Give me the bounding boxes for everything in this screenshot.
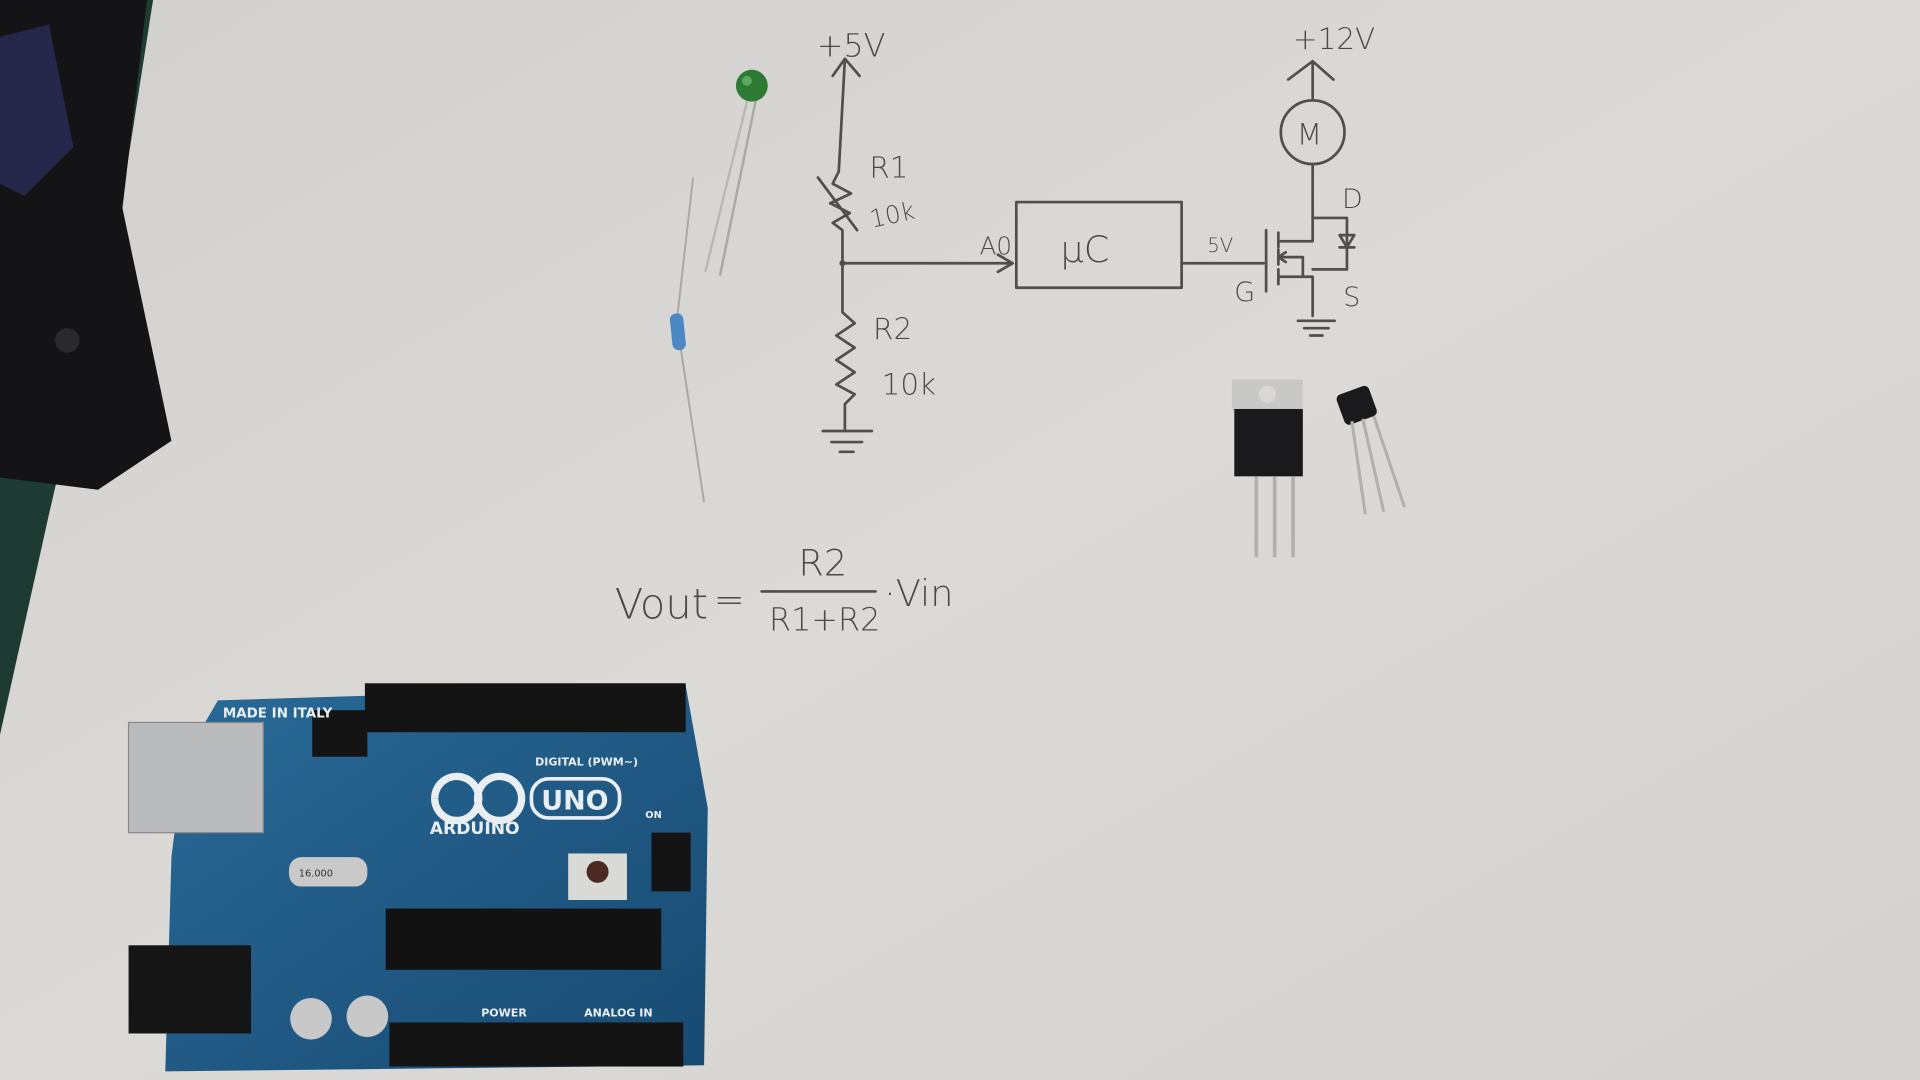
to220-mosfet-component [1231,379,1303,558]
crystal-label: 16.000 [299,869,333,880]
r1-label: R1 [869,151,908,185]
dc-jack [128,945,252,1034]
arduino-uno-board: MADE IN ITALY ARDUINO UNO DIGITAL (PWM~)… [127,683,708,1072]
formula-denominator: R1+R2 [769,601,880,639]
digital-header [364,683,686,733]
resistor-component [669,177,706,503]
gate-label: G [1234,277,1255,308]
a0-label: A0 [980,232,1012,261]
uc-label: µC [1060,228,1109,271]
supply-arrow-5v [831,57,861,173]
formula-lhs: Vout [615,579,708,628]
fan-frame [0,0,172,490]
r2-label: R2 [873,312,912,346]
resistor-r2-symbol [834,261,857,433]
digital-label: DIGITAL (PWM~) [535,755,638,768]
thermistor-component [704,69,768,276]
supply-12v-label: +12V [1293,22,1375,56]
analog-label: ANALOG IN [584,1006,652,1019]
atmega-chip [385,908,662,970]
arduino-brand: ARDUINO [430,819,520,839]
drain-label: D [1342,184,1363,215]
ground-symbol [1296,319,1337,337]
on-led-label: ON [645,810,662,821]
source-label: S [1343,282,1360,313]
voltage-divider-schematic: +5V R1 10k R2 10k [816,26,1015,454]
formula-multiplier: ·Vin [884,572,953,615]
ground-symbol [821,429,874,454]
gate-voltage-label: 5V [1207,234,1233,257]
power-header [389,1022,684,1067]
microcontroller-block: A0 µC 5V [980,200,1266,290]
uno-logo: UNO [541,785,608,816]
power-label: POWER [481,1006,527,1019]
motor-label: M [1297,117,1322,151]
voltage-divider-formula: Vout = R2 R1+R2 ·Vin [615,542,954,639]
made-in-italy-label: MADE IN ITALY [223,707,333,722]
formula-equals: = [714,578,745,621]
formula-numerator: R2 [798,542,847,585]
usb-port [127,721,264,834]
to92-transistor-component [1336,385,1406,515]
supply-label: +5V [817,26,886,64]
r2-value: 10k [882,367,936,401]
mosfet-symbol [1264,216,1349,318]
mosfet-motor-schematic: M +12V D G S [1234,22,1375,337]
